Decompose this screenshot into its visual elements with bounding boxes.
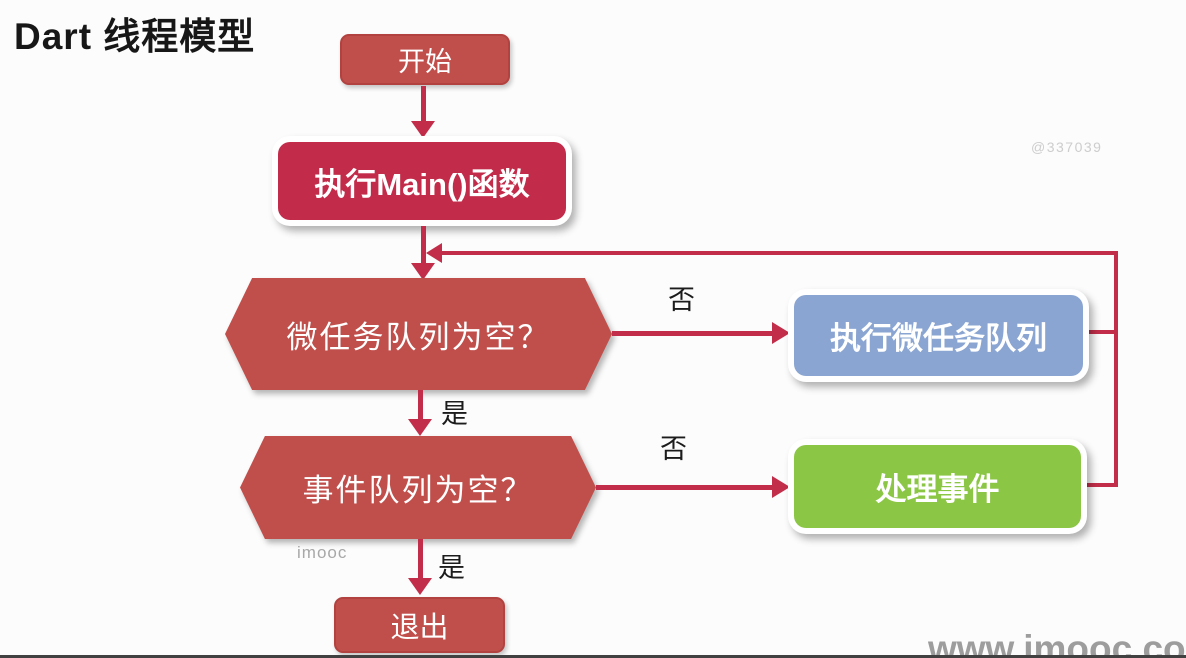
- node-handle-event: 处理事件: [788, 439, 1087, 534]
- watermark-user-id: @337039: [1031, 139, 1103, 155]
- edge-start-main-arrowhead-icon: [411, 121, 435, 138]
- node-microtask-check-label: 微任务队列为空？: [225, 278, 612, 390]
- edge-main-microtask-arrowhead-icon: [411, 263, 435, 280]
- node-start-label: 开始: [398, 47, 452, 77]
- edge-event-yes-arrowhead-icon: [408, 578, 432, 595]
- node-run-microtasks: 执行微任务队列: [788, 289, 1089, 382]
- node-handle-event-label: 处理事件: [794, 445, 1081, 528]
- edge-handleevent-loop-line: [1083, 483, 1116, 487]
- edge-start-main-line: [421, 86, 426, 124]
- watermark-imooc: imooc: [297, 543, 348, 562]
- node-event-check-label: 事件队列为空？: [240, 436, 596, 539]
- node-microtask-check: 微任务队列为空？: [225, 278, 612, 390]
- node-exit-label: 退出: [390, 612, 449, 644]
- node-run-microtasks-label: 执行微任务队列: [794, 295, 1083, 376]
- node-main-label: 执行Main()函数: [278, 142, 566, 220]
- node-start: 开始: [340, 34, 510, 85]
- edge-event-no-line: [596, 485, 774, 490]
- page-title: Dart 线程模型: [14, 16, 256, 57]
- edge-microtask-no-line: [612, 331, 774, 336]
- edge-label-microtask-yes: 是: [441, 399, 468, 429]
- edge-loop-arrowhead-icon: [426, 243, 442, 263]
- node-event-check: 事件队列为空？: [240, 436, 596, 539]
- edge-main-microtask-line: [421, 226, 426, 266]
- edge-label-event-yes: 是: [438, 553, 465, 583]
- edge-event-no-arrowhead-icon: [772, 476, 790, 498]
- edge-event-yes-line: [418, 539, 423, 581]
- bottom-edge-bar: [0, 655, 1186, 658]
- edge-loop-right-line: [1114, 251, 1118, 487]
- edge-label-microtask-no: 否: [668, 285, 695, 315]
- edge-microtask-yes-arrowhead-icon: [408, 419, 432, 436]
- node-main: 执行Main()函数: [272, 136, 572, 226]
- node-exit: 退出: [334, 597, 505, 653]
- edge-runmicrotasks-loop-line: [1086, 330, 1116, 334]
- edge-label-event-no: 否: [660, 434, 687, 464]
- edge-microtask-no-arrowhead-icon: [772, 322, 790, 344]
- edge-microtask-yes-line: [418, 390, 423, 422]
- watermark-site-url: www.imooc.com: [928, 628, 1186, 658]
- edge-loop-top-line: [442, 251, 1118, 255]
